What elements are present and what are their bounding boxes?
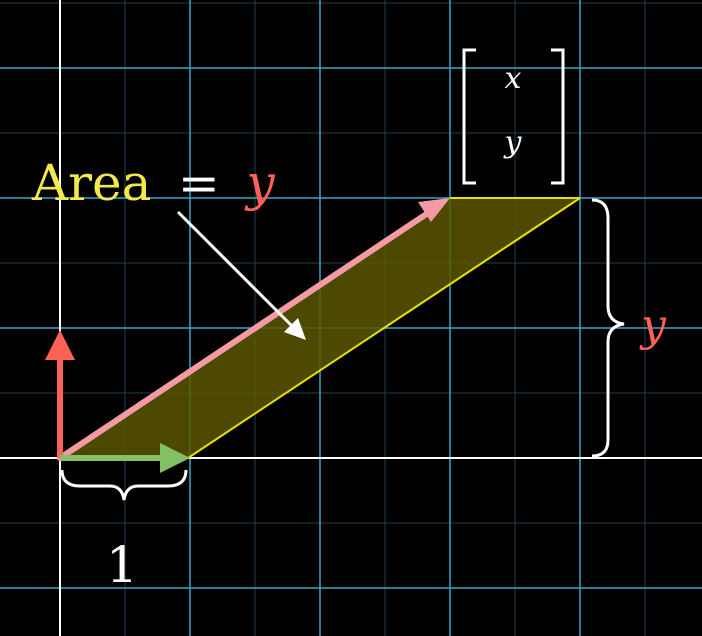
parallelogram-area (60, 198, 580, 458)
height-brace-icon (591, 198, 625, 458)
vector-xy-shaft (57, 210, 431, 461)
matrix-entry-x: x (505, 61, 522, 96)
parallelogram-right-edge (187, 197, 581, 459)
matrix-left-bracket (462, 48, 476, 185)
i-hat-arrow-icon (160, 443, 190, 473)
pointer-arrow-shaft (176, 210, 294, 328)
matrix-entry-y: y (503, 125, 523, 160)
width-label: 1 (106, 536, 138, 594)
vector-xy-arrow-icon (418, 198, 450, 222)
area-equals: = (178, 154, 220, 212)
pointer-arrow-icon (284, 318, 306, 340)
matrix-xy: x y (462, 48, 565, 185)
height-label: y (639, 300, 667, 351)
area-value: y (244, 154, 275, 212)
width-brace-icon (60, 469, 188, 501)
area-label: Area = y (31, 154, 275, 212)
area-word: Area (31, 154, 151, 212)
matrix-right-bracket (551, 48, 565, 185)
j-hat-arrow-icon (45, 330, 75, 360)
